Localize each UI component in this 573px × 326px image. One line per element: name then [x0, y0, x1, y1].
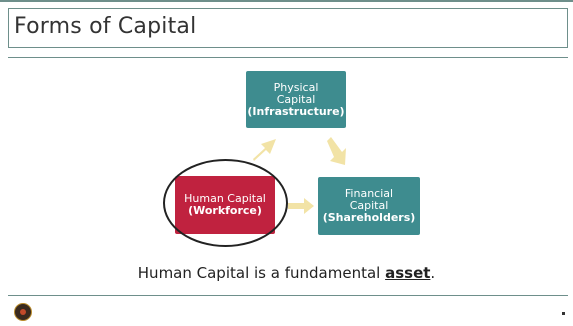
physical-capital-box: Physical Capital (Infrastructure) [246, 71, 346, 128]
highlight-ellipse [163, 159, 288, 247]
financial-capital-box: Financial Capital (Shareholders) [318, 177, 420, 235]
financial-bold: (Shareholders) [322, 211, 416, 224]
slide-title: Forms of Capital [14, 14, 197, 39]
arrow-physical-to-financial [327, 137, 346, 165]
seal-logo-icon [14, 303, 32, 321]
physical-bold: (Infrastructure) [247, 104, 345, 118]
arrow-human-to-financial [288, 198, 314, 214]
footer-divider [8, 295, 568, 296]
statement-keyword: asset [385, 264, 431, 282]
page-indicator [562, 312, 565, 315]
arrow-human-to-physical [253, 139, 276, 161]
statement-suffix: . [430, 264, 436, 282]
financial-line1: Financial [344, 187, 394, 200]
physical-line2: Capital [276, 92, 316, 106]
statement-prefix: Human Capital is a fundamental [137, 264, 386, 282]
statement: Human Capital is a fundamental asset. [0, 264, 573, 282]
top-rule [0, 0, 573, 2]
title-bar [8, 8, 568, 48]
physical-line1: Physical [273, 80, 319, 94]
title-divider [8, 57, 568, 58]
financial-line2: Capital [349, 199, 389, 212]
